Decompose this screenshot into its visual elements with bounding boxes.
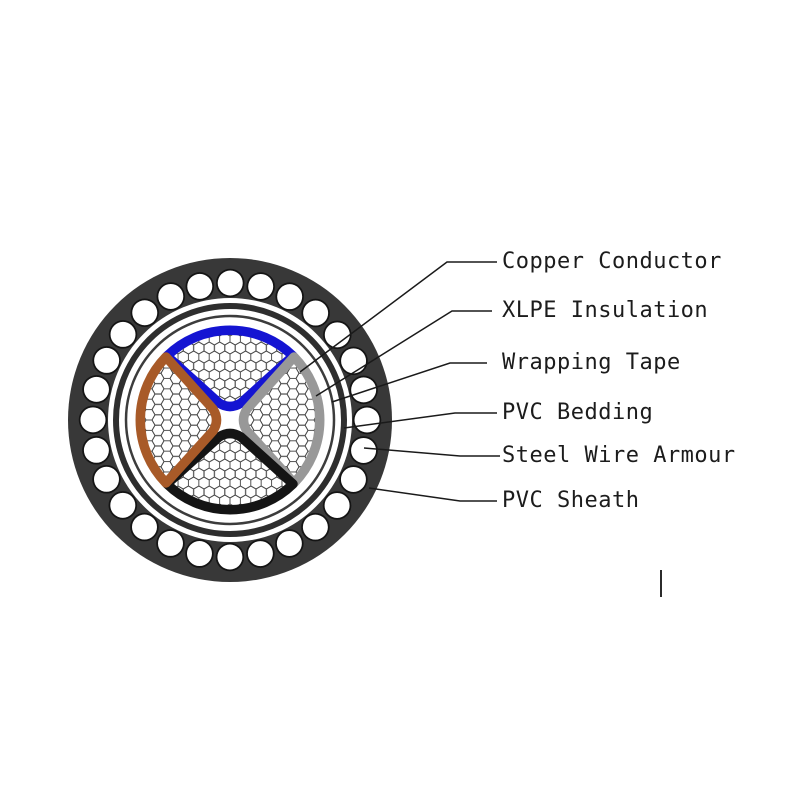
label-xlpe-insulation: XLPE Insulation [502,298,709,323]
leader-xlpe-insulation [315,310,492,397]
core-right-gray [238,352,325,488]
steel-wire-armour-dots [80,270,380,570]
cable-cores [135,325,325,515]
wrapping-tape-ring [124,314,336,526]
label-steel-wire-armour: Steel Wire Armour [502,443,736,468]
leader-pvc-sheath [368,487,497,502]
leader-steel-wire-armour [363,447,500,457]
core-bottom-black [162,428,298,515]
leader-pvc-bedding [343,412,497,429]
pvc-bedding-ring [113,303,347,537]
leader-copper-conductor [299,261,497,373]
cable-cross-section [68,258,392,582]
core-top-blue [162,325,298,412]
leader-lines [299,261,500,502]
label-pvc-bedding: PVC Bedding [502,400,654,425]
label-wrapping-tape: Wrapping Tape [502,350,681,375]
core-left-brown [135,352,222,488]
leader-wrapping-tape [331,362,487,403]
label-copper-conductor: Copper Conductor [502,249,722,274]
label-pvc-sheath: PVC Sheath [502,488,640,513]
